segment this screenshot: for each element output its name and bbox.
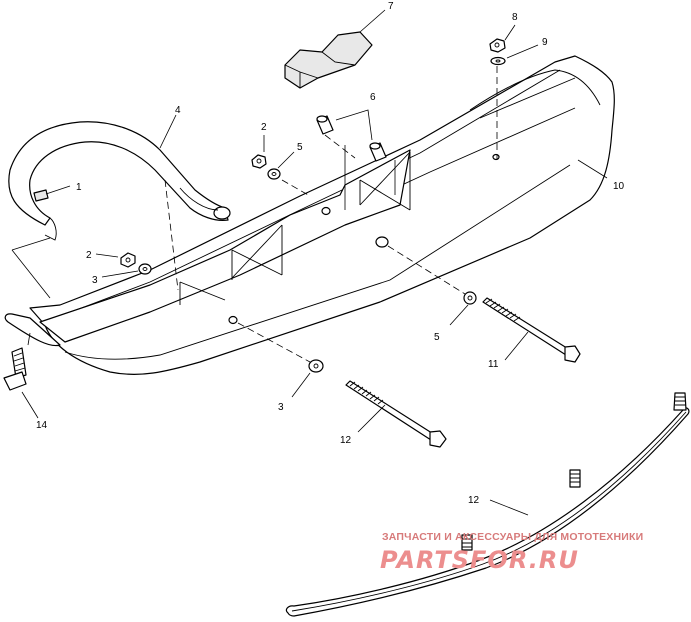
- part-6-spacers: [316, 109, 396, 210]
- part-3-washer-lower: [101, 263, 152, 278]
- ski-handle: [8, 121, 231, 299]
- part-5-washer-upper: [267, 151, 311, 197]
- callout-9: 9: [542, 37, 548, 48]
- callout-5-lower: 5: [434, 332, 440, 343]
- watermark-tagline: ЗАПЧАСТИ И АКСЕССУАРЫ ДЛЯ МОТОТЕХНИКИ: [382, 531, 643, 543]
- part-8-nut: [489, 24, 516, 53]
- callout-8: 8: [512, 12, 518, 23]
- part-2-nut-upper: [251, 135, 267, 169]
- callout-2-upper: 2: [261, 122, 267, 133]
- part-14-stud: [3, 332, 39, 419]
- callout-5-upper: 5: [297, 142, 303, 153]
- callout-3-upper: 3: [92, 275, 98, 286]
- part-11-bolt: [482, 297, 581, 363]
- callout-1: 1: [76, 182, 82, 193]
- callout-12: 12: [340, 435, 352, 446]
- callout-11: 11: [488, 359, 499, 370]
- part-5-washer-bolt: [387, 245, 477, 326]
- leader-10: [577, 159, 608, 179]
- callout-7: 7: [388, 1, 394, 12]
- part-3-washer-bolt: [237, 322, 324, 398]
- callout-4: 4: [175, 105, 181, 116]
- part-13-bolt: [345, 380, 447, 448]
- part-9-washer: [490, 44, 539, 160]
- leader-4: [159, 114, 177, 149]
- callout-14: 14: [36, 420, 48, 431]
- callout-10: 10: [613, 181, 625, 192]
- part-12-wear-bar: [285, 392, 690, 617]
- callout-2-lower: 2: [86, 250, 92, 261]
- part-1-bushing: [33, 185, 71, 202]
- callout-3-lower: 3: [278, 402, 284, 413]
- callout-6: 6: [370, 92, 376, 103]
- leader-4-dash: [164, 179, 179, 291]
- part-2-nut-lower: [95, 252, 136, 268]
- part-7-pad: [284, 9, 386, 89]
- callout-12-bar: 12: [468, 495, 480, 506]
- ski-body: [4, 55, 615, 375]
- watermark-logo: PARTSFOR.RU: [380, 546, 579, 574]
